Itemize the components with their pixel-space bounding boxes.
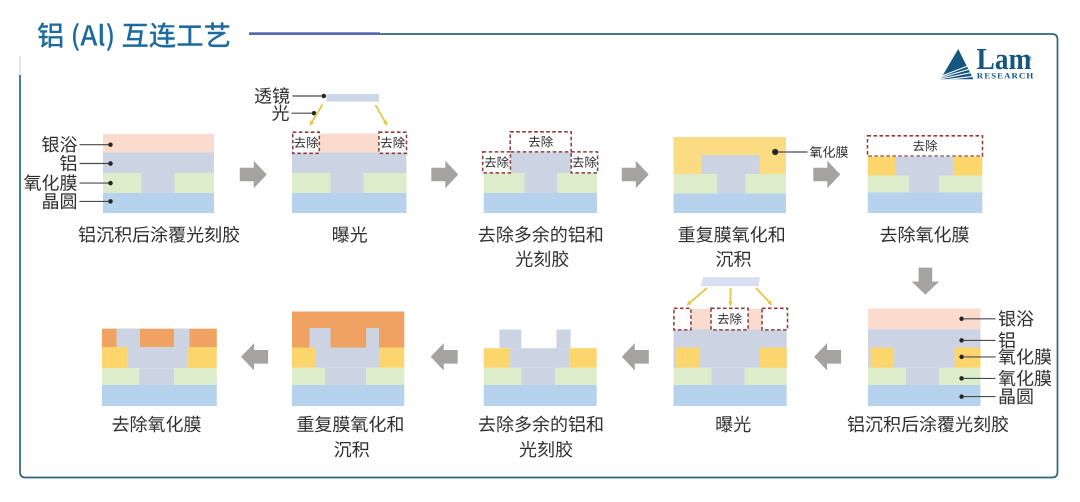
svg-text:®: ® — [1028, 56, 1033, 63]
